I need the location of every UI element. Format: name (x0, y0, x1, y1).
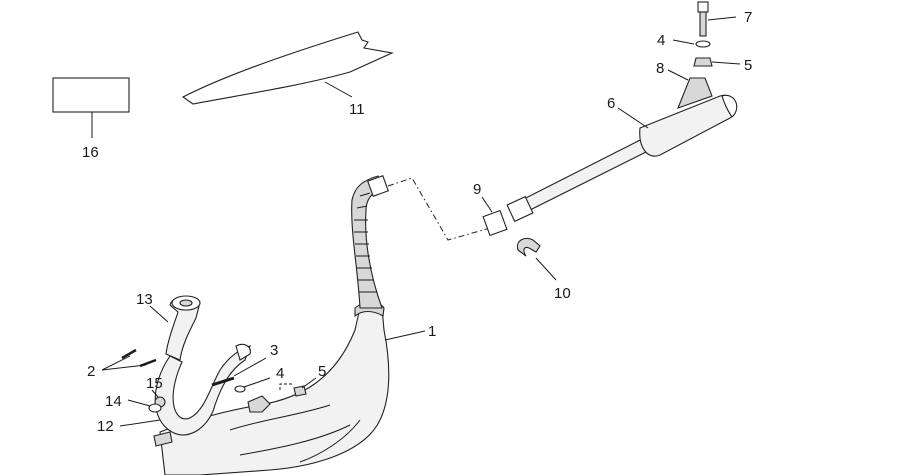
part-12-flange (153, 431, 173, 447)
part-11-strip (181, 31, 394, 105)
part-6-silencer (506, 77, 738, 223)
callout-4-bottom: 4 (276, 365, 284, 382)
callout-5-top: 5 (744, 57, 752, 74)
part-4-washer-top (695, 40, 711, 48)
part-1-exhaust-chamber (159, 175, 390, 475)
callout-15: 15 (146, 375, 163, 392)
part-13-manifold (165, 295, 201, 361)
part-16-label-box (52, 77, 130, 113)
callout-16: 16 (82, 144, 99, 161)
part-3-bolt (211, 376, 235, 387)
part-10-clamp (516, 237, 541, 257)
part-5-nut-top (693, 57, 713, 67)
callout-3: 3 (270, 342, 278, 359)
part-14-ring (148, 403, 162, 413)
callout-4-top: 4 (657, 32, 665, 49)
callout-7: 7 (744, 9, 752, 26)
part-4-washer-bottom (234, 385, 246, 393)
callout-6: 6 (607, 95, 615, 112)
callout-5-bottom: 5 (318, 363, 326, 380)
callout-9: 9 (473, 181, 481, 198)
callout-1: 1 (428, 323, 436, 340)
callout-8: 8 (656, 60, 664, 77)
callout-10: 10 (554, 285, 571, 302)
callout-12: 12 (97, 418, 114, 435)
callout-13: 13 (136, 291, 153, 308)
callout-11: 11 (349, 101, 365, 118)
part-9-sleeve (482, 209, 508, 237)
callout-2: 2 (87, 363, 95, 380)
callout-14: 14 (105, 393, 122, 410)
part-5-nut-bottom (293, 385, 307, 397)
part-7-bolt (697, 1, 709, 37)
